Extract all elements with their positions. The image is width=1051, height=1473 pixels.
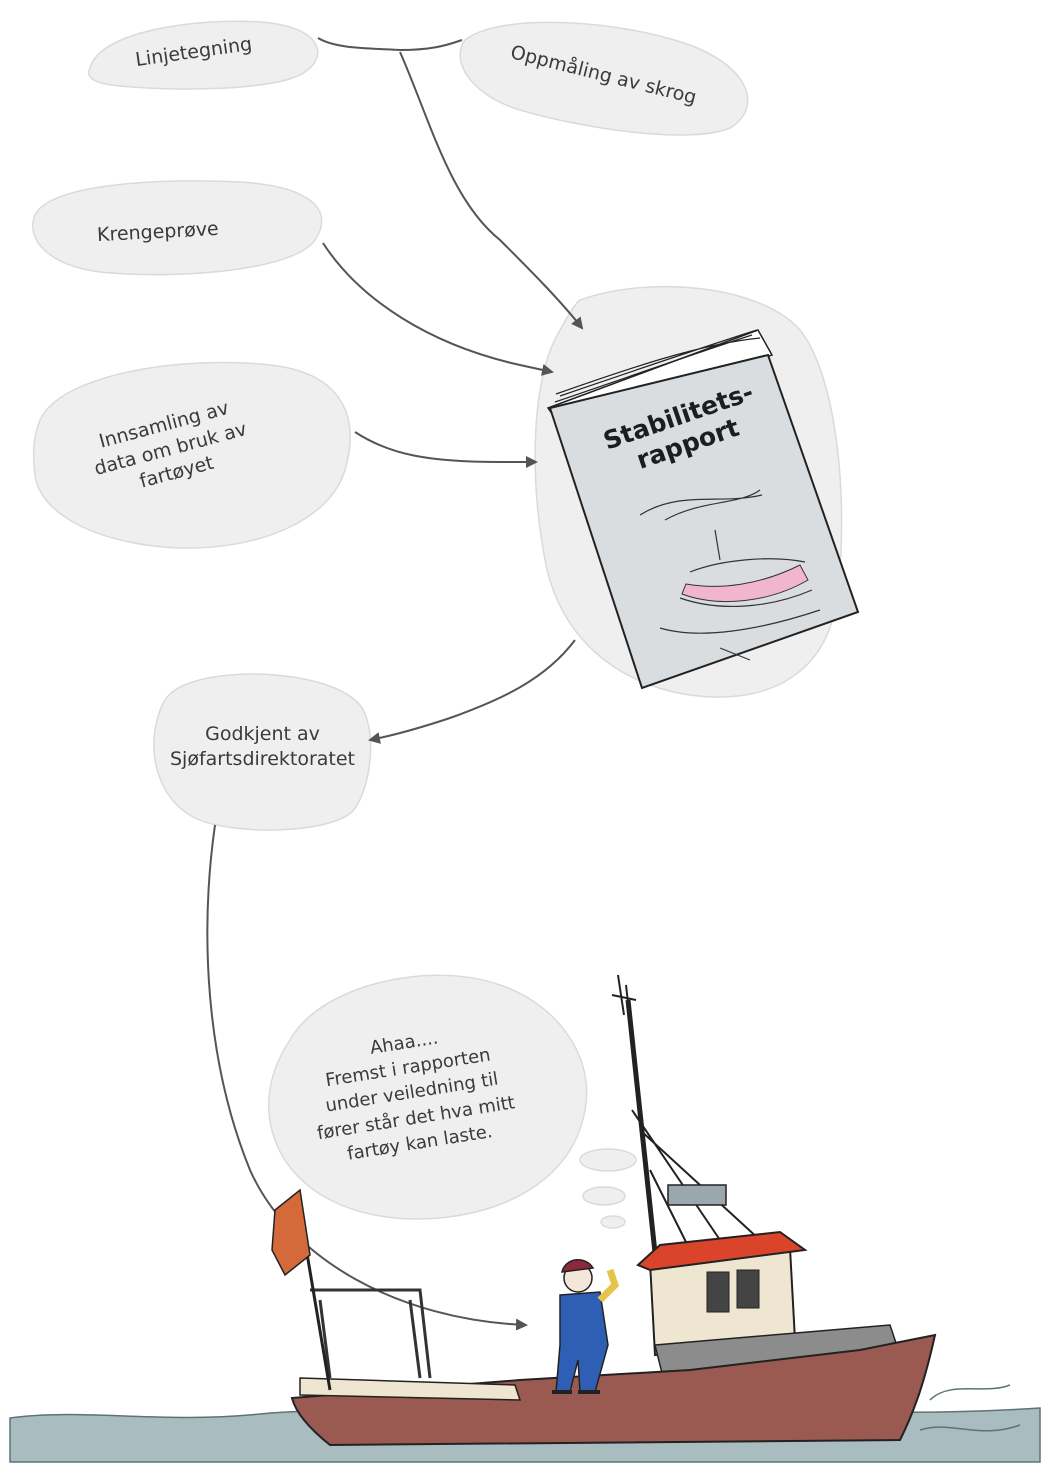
boat-radar	[668, 1185, 726, 1205]
boat-flag	[272, 1190, 310, 1275]
arrow-to-report-3	[355, 432, 536, 462]
node-krengeprove-label: Krengeprøve	[96, 218, 219, 246]
thought-dot-3	[601, 1216, 625, 1228]
connector-top	[318, 38, 462, 50]
thought-dot-1	[580, 1149, 636, 1171]
boat-window-2	[737, 1270, 759, 1308]
arrow-to-godkjent	[370, 640, 575, 740]
thought-dot-2	[583, 1187, 625, 1205]
fisherman	[552, 1260, 615, 1392]
boat-mast-top	[612, 975, 636, 1020]
arrow-to-report-2	[323, 243, 552, 372]
node-godkjent-line-2: Sjøfartsdirektoratet	[170, 747, 355, 772]
boat-stern-frame	[310, 1290, 430, 1378]
fisherman-arm	[600, 1270, 615, 1300]
boat-window-1	[707, 1272, 729, 1312]
node-godkjent: Godkjent av Sjøfartsdirektoratet	[170, 722, 355, 771]
node-godkjent-line-1: Godkjent av	[170, 722, 355, 747]
